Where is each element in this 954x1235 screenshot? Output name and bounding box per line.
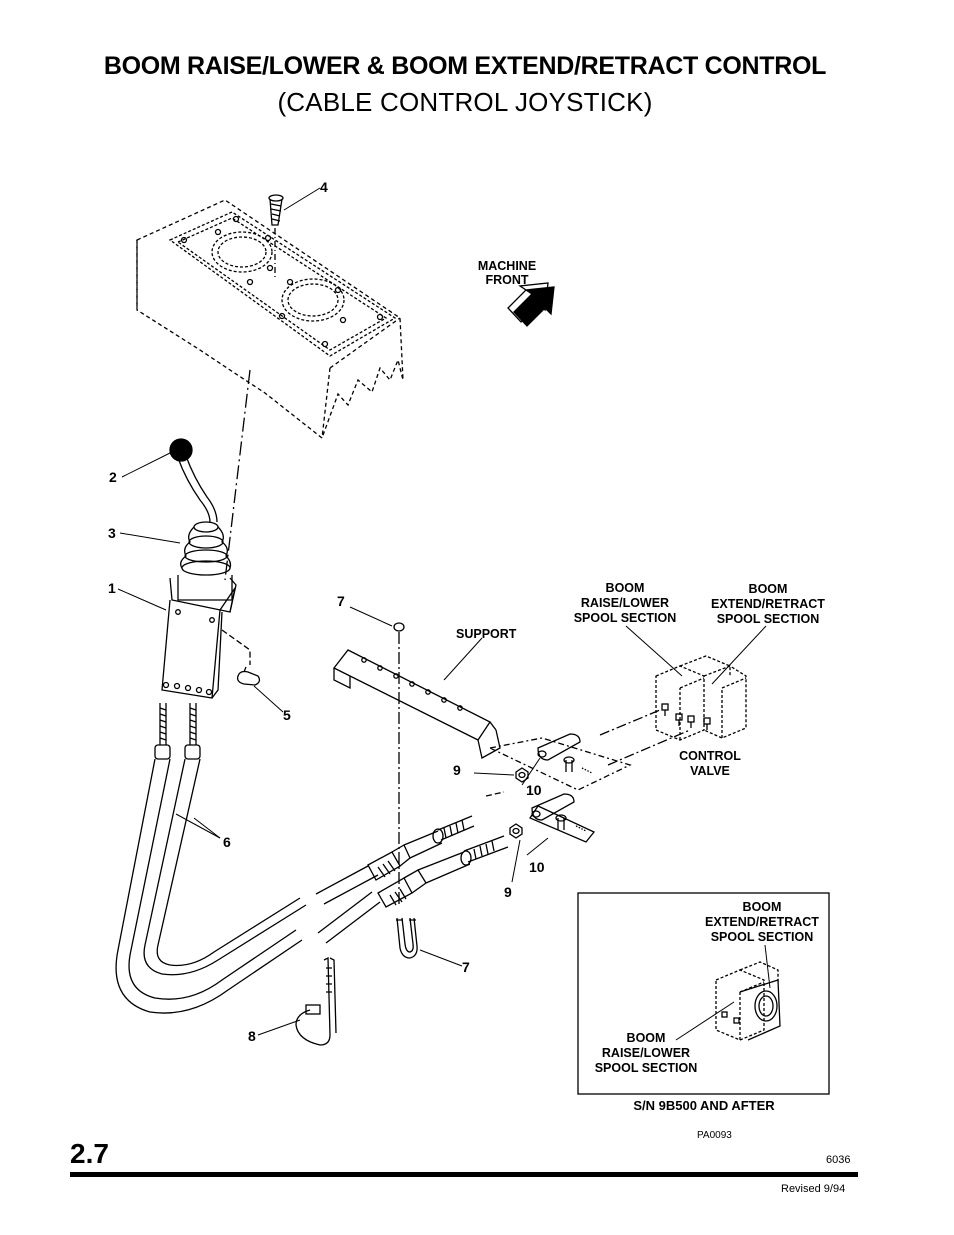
svg-text:BOOM: BOOM — [627, 1031, 666, 1045]
cable-assembly-item-6 — [115, 703, 509, 1014]
clevis-item-10-lower — [529, 793, 596, 843]
console-housing — [136, 199, 404, 440]
machine-front-label: MACHINE FRONT — [478, 259, 536, 287]
svg-text:EXTEND/RETRACT: EXTEND/RETRACT — [711, 597, 825, 611]
callout-1: 1 — [108, 580, 116, 596]
callout-9-upper: 9 — [453, 762, 461, 778]
clevis-item-10-upper — [487, 733, 632, 791]
page-subtitle: (CABLE CONTROL JOYSTICK) — [277, 87, 653, 117]
svg-text:RAISE/LOWER: RAISE/LOWER — [581, 596, 669, 610]
machine-front-arrow-icon — [507, 282, 555, 327]
svg-text:SPOOL SECTION: SPOOL SECTION — [711, 930, 814, 944]
callout-3: 3 — [108, 525, 116, 541]
svg-text:MACHINE: MACHINE — [478, 259, 536, 273]
inset-box — [577, 892, 830, 1095]
clip-item-5 — [236, 666, 261, 686]
svg-text:CONTROL: CONTROL — [679, 749, 741, 763]
u-bolt-item-7 — [396, 917, 418, 959]
callout-6: 6 — [223, 834, 231, 850]
callout-9-lower: 9 — [504, 884, 512, 900]
callout-7-ubolt: 7 — [462, 959, 470, 975]
footer-rule — [70, 1172, 858, 1177]
valve-spool-ends — [661, 703, 711, 730]
callout-5: 5 — [283, 707, 291, 723]
screw-item-4 — [268, 194, 284, 280]
jam-nut-item-9 — [509, 767, 529, 839]
svg-text:BOOM: BOOM — [749, 582, 788, 596]
leader-lines — [117, 187, 767, 1036]
page-title: BOOM RAISE/LOWER & BOOM EXTEND/RETRACT C… — [103, 52, 827, 80]
inset-caption: S/N 9B500 AND AFTER — [633, 1098, 775, 1113]
joystick-assembly — [161, 438, 251, 699]
callout-10-upper: 10 — [526, 782, 542, 798]
support-bracket — [333, 649, 501, 759]
svg-text:SPOOL SECTION: SPOOL SECTION — [574, 611, 677, 625]
svg-text:SPOOL SECTION: SPOOL SECTION — [595, 1061, 698, 1075]
cable-tie-item-8 — [295, 956, 337, 1046]
svg-text:BOOM: BOOM — [606, 581, 645, 595]
svg-text:EXTEND/RETRACT: EXTEND/RETRACT — [705, 915, 819, 929]
alignment-line — [607, 729, 691, 766]
revision-date: Revised 9/94 — [781, 1183, 846, 1195]
callout-2: 2 — [109, 469, 117, 485]
raise-lower-label: BOOM RAISE/LOWER SPOOL SECTION — [574, 581, 677, 625]
extend-retract-label: BOOM EXTEND/RETRACT SPOOL SECTION — [711, 582, 825, 626]
svg-text:RAISE/LOWER: RAISE/LOWER — [602, 1046, 690, 1060]
inset-extend-retract-label: BOOM EXTEND/RETRACT SPOOL SECTION — [705, 900, 819, 944]
alignment-line — [485, 791, 505, 797]
callout-10-lower: 10 — [529, 859, 545, 875]
inset-raise-lower-label: BOOM RAISE/LOWER SPOOL SECTION — [595, 1031, 698, 1075]
svg-text:FRONT: FRONT — [485, 273, 528, 287]
nut-item-7 — [393, 622, 405, 905]
svg-text:BOOM: BOOM — [743, 900, 782, 914]
svg-text:SPOOL SECTION: SPOOL SECTION — [717, 612, 820, 626]
section-number: 2.7 — [70, 1138, 109, 1169]
alignment-line — [599, 709, 661, 736]
document-number: 6036 — [826, 1154, 851, 1166]
part-code: PA0093 — [697, 1130, 732, 1141]
callout-8: 8 — [248, 1028, 256, 1044]
control-valve-label: CONTROL VALVE — [679, 749, 741, 778]
support-label: SUPPORT — [456, 627, 517, 641]
callout-4: 4 — [320, 179, 328, 195]
alignment-line — [224, 369, 251, 581]
callout-7-nut: 7 — [337, 593, 345, 609]
svg-text:VALVE: VALVE — [690, 764, 730, 778]
